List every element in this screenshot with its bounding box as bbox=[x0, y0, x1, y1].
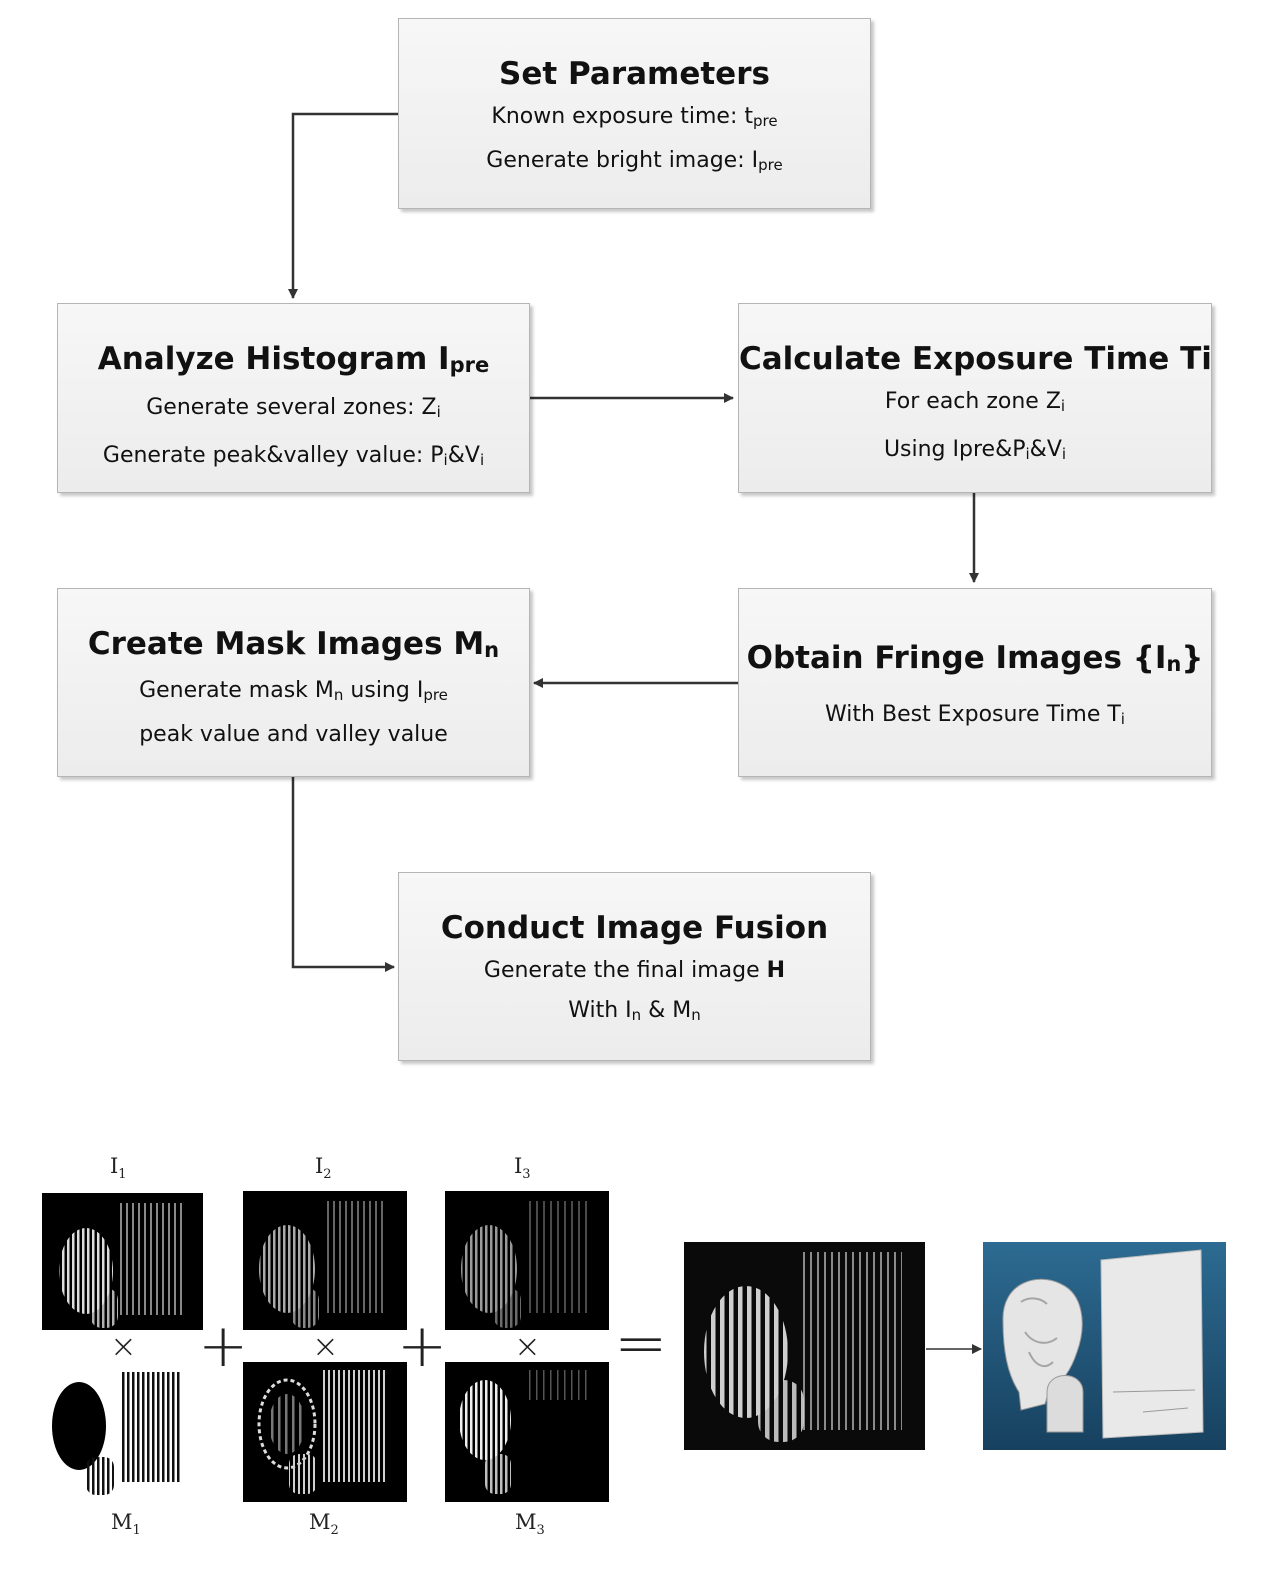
obtain-fringe-line1: With Best Exposure Time Ti bbox=[825, 702, 1125, 728]
mask-image-m2 bbox=[243, 1362, 407, 1502]
create-mask-box: Create Mask Images Mn Generate mask Mn u… bbox=[57, 588, 530, 777]
conduct-fusion-box: Conduct Image Fusion Generate the final … bbox=[398, 872, 871, 1061]
times-symbol-1: × bbox=[110, 1327, 137, 1365]
equals-symbol: = bbox=[614, 1307, 668, 1381]
calculate-exposure-title: Calculate Exposure Time Ti bbox=[739, 341, 1212, 377]
set-parameters-title: Set Parameters bbox=[499, 56, 770, 92]
arrow-mask-to-fusion bbox=[291, 777, 395, 972]
calculate-exposure-line2: Using Ipre&Pi&Vi bbox=[883, 437, 1067, 463]
set-parameters-box: Set Parameters Known exposure time: tpre… bbox=[398, 18, 871, 209]
calculate-exposure-box: Calculate Exposure Time Ti For each zone… bbox=[738, 303, 1212, 493]
analyze-histogram-title: Analyze Histogram Ipre bbox=[97, 341, 490, 377]
calculate-exposure-line1: For each zone Zi bbox=[884, 389, 1066, 415]
plus-symbol-1: + bbox=[198, 1311, 249, 1381]
conduct-fusion-line2: With In & Mn bbox=[568, 998, 701, 1024]
label-i1: I1 bbox=[110, 1154, 127, 1183]
analyze-histogram-box: Analyze Histogram Ipre Generate several … bbox=[57, 303, 530, 493]
times-symbol-3: × bbox=[514, 1327, 541, 1365]
create-mask-title: Create Mask Images Mn bbox=[87, 626, 500, 662]
label-i3: I3 bbox=[514, 1154, 531, 1183]
obtain-fringe-box: Obtain Fringe Images {In} With Best Expo… bbox=[738, 588, 1212, 777]
fringe-image-i2 bbox=[243, 1191, 407, 1330]
fringe-image-i1 bbox=[42, 1193, 203, 1330]
obtain-fringe-title: Obtain Fringe Images {In} bbox=[746, 640, 1204, 676]
label-i2: I2 bbox=[315, 1154, 332, 1183]
create-mask-line2: peak value and valley value bbox=[139, 722, 448, 747]
conduct-fusion-title: Conduct Image Fusion bbox=[440, 910, 829, 946]
label-m3: M3 bbox=[515, 1510, 545, 1539]
reconstruction-3d-image bbox=[983, 1242, 1226, 1450]
arrow-set-to-analyze bbox=[288, 112, 398, 299]
create-mask-line1: Generate mask Mn using Ipre bbox=[139, 678, 448, 704]
times-symbol-2: × bbox=[312, 1327, 339, 1365]
set-parameters-line2: Generate bright image: Ipre bbox=[486, 148, 783, 174]
analyze-histogram-line1: Generate several zones: Zi bbox=[146, 395, 441, 421]
mask-image-m1 bbox=[42, 1362, 203, 1502]
set-parameters-line1: Known exposure time: tpre bbox=[491, 104, 778, 130]
label-m1: M1 bbox=[111, 1510, 141, 1539]
fringe-image-i3 bbox=[445, 1191, 609, 1330]
label-m2: M2 bbox=[309, 1510, 339, 1539]
analyze-histogram-line2: Generate peak&valley value: Pi&Vi bbox=[102, 443, 485, 469]
conduct-fusion-line1: Generate the final image H bbox=[483, 958, 786, 983]
mask-image-m3 bbox=[445, 1362, 609, 1502]
fused-image bbox=[684, 1242, 925, 1450]
